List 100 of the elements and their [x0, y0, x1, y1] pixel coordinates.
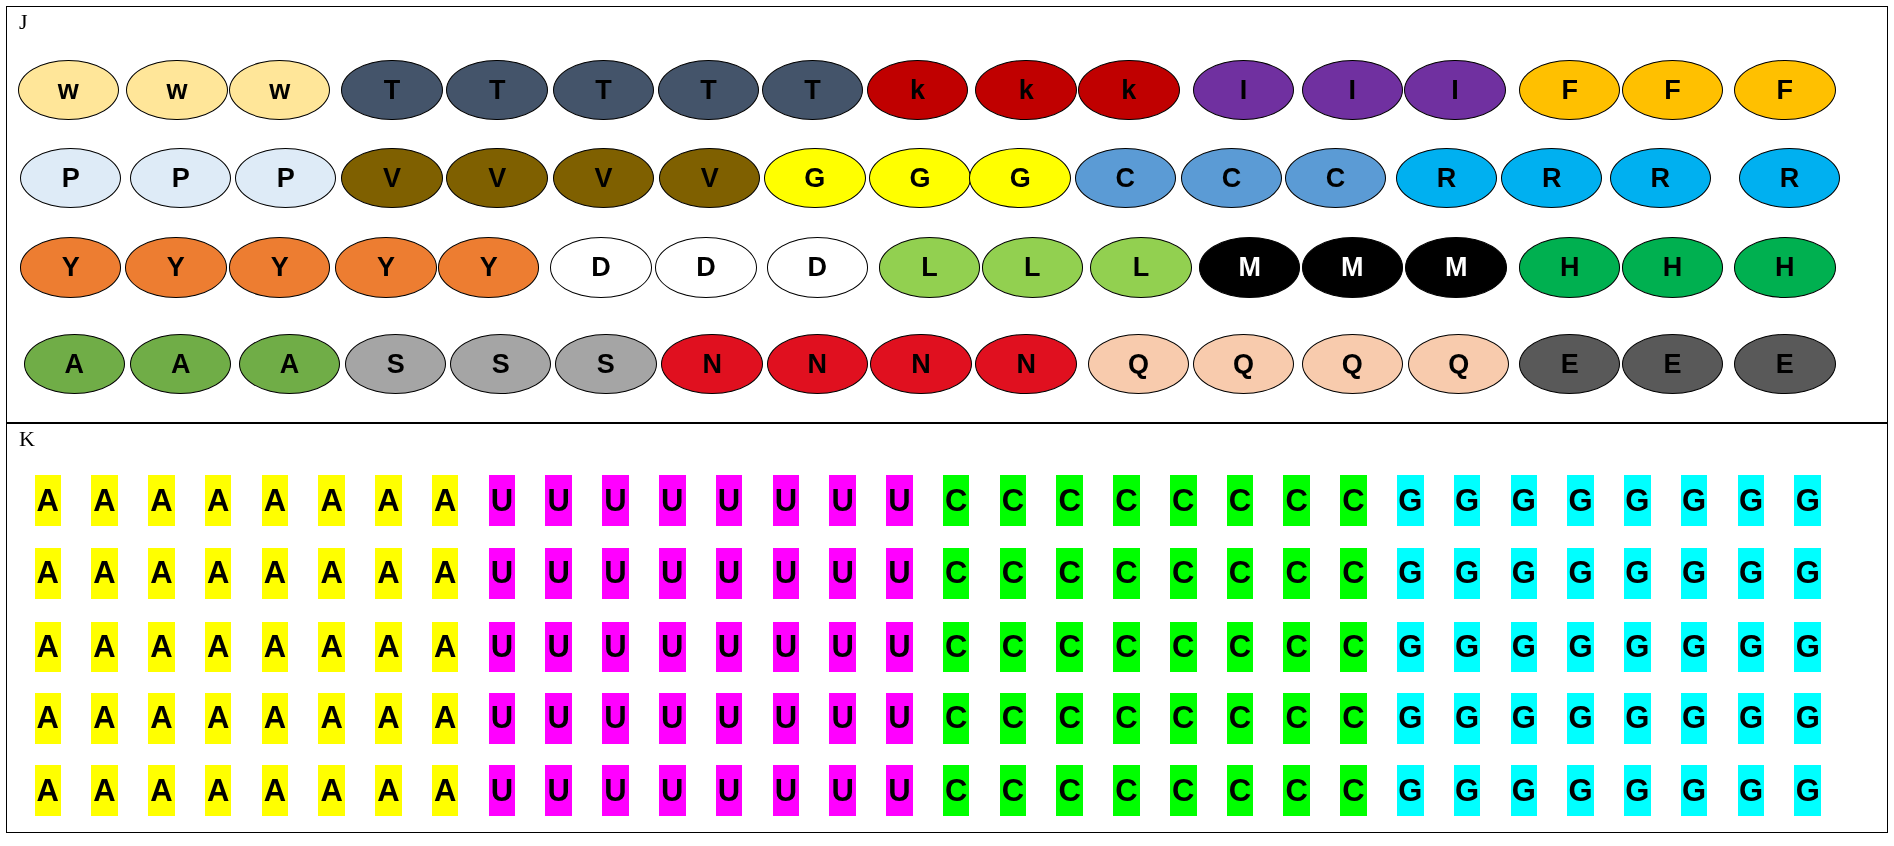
- letter-tile: G: [1680, 621, 1708, 673]
- letter-tile: A: [91, 765, 118, 816]
- letter-tile: U: [886, 621, 913, 673]
- letter-tile: G: [1397, 765, 1424, 816]
- letter-tile: A: [318, 621, 345, 673]
- letter-oval: V: [446, 148, 548, 209]
- letter-oval: T: [657, 59, 760, 121]
- letter-tile: C: [999, 547, 1027, 599]
- letter-tile: U: [602, 547, 629, 599]
- letter-tile: A: [34, 621, 62, 673]
- letter-oval: H: [1519, 237, 1621, 298]
- letter-tile: U: [715, 547, 743, 599]
- letter-oval: D: [655, 237, 757, 298]
- letter-tile: A: [318, 765, 345, 816]
- letter-tile: A: [318, 692, 345, 744]
- letter-oval: E: [1621, 334, 1724, 395]
- letter-tile: U: [886, 547, 913, 599]
- letter-oval: R: [1609, 148, 1712, 209]
- letter-tile: C: [1056, 692, 1083, 744]
- letter-oval: P: [129, 148, 232, 209]
- letter-oval: N: [975, 334, 1077, 395]
- letter-tile: U: [602, 475, 629, 527]
- letter-tile: A: [261, 621, 289, 673]
- letter-tile: G: [1567, 765, 1594, 816]
- letter-tile: U: [488, 692, 516, 744]
- letter-tile: U: [772, 692, 800, 744]
- letter-tile: G: [1737, 475, 1765, 527]
- letter-tile: C: [999, 621, 1027, 673]
- letter-tile: U: [545, 475, 572, 527]
- letter-tile: C: [1056, 475, 1083, 527]
- letter-oval: A: [238, 334, 341, 395]
- letter-oval: L: [981, 237, 1083, 298]
- letter-tile: U: [715, 692, 743, 744]
- letter-tile: G: [1737, 621, 1765, 673]
- letter-oval: Y: [335, 237, 437, 298]
- letter-tile: A: [148, 692, 175, 744]
- letter-tile: A: [318, 547, 345, 599]
- letter-tile: U: [545, 765, 572, 816]
- letter-tile: A: [204, 475, 232, 527]
- letter-tile: C: [1169, 765, 1197, 816]
- letter-oval: E: [1734, 334, 1836, 395]
- letter-tile: A: [261, 547, 289, 599]
- letter-oval: R: [1738, 148, 1841, 209]
- letter-tile: A: [91, 692, 118, 744]
- letter-tile: U: [659, 692, 686, 744]
- letter-tile: U: [772, 621, 800, 673]
- letter-tile: U: [488, 765, 516, 816]
- letter-tile: C: [1340, 692, 1367, 744]
- letter-tile: A: [375, 765, 402, 816]
- letter-tile: C: [1113, 692, 1140, 744]
- letter-tile: G: [1680, 692, 1708, 744]
- letter-oval: M: [1301, 237, 1404, 298]
- letter-tile: U: [545, 547, 572, 599]
- letter-tile: A: [91, 475, 118, 527]
- panel-frame: [6, 422, 1888, 834]
- letter-oval: Y: [437, 237, 540, 298]
- letter-tile: U: [886, 765, 913, 816]
- letter-oval: L: [1090, 237, 1192, 298]
- letter-tile: A: [34, 765, 62, 816]
- letter-tile: C: [1056, 547, 1083, 599]
- letter-tile: G: [1624, 547, 1651, 599]
- letter-oval: P: [20, 148, 122, 209]
- letter-oval: w: [229, 59, 331, 121]
- letter-oval: N: [870, 334, 972, 395]
- letter-oval: G: [869, 148, 971, 209]
- letter-tile: G: [1680, 765, 1708, 816]
- letter-oval: w: [126, 59, 228, 121]
- letter-tile: U: [602, 692, 629, 744]
- letter-tile: C: [1340, 547, 1367, 599]
- letter-tile: C: [942, 765, 970, 816]
- letter-oval: Q: [1192, 334, 1295, 395]
- letter-tile: G: [1567, 621, 1594, 673]
- letter-tile: U: [488, 475, 516, 527]
- letter-tile: A: [431, 692, 459, 744]
- letter-tile: A: [375, 621, 402, 673]
- letter-tile: G: [1510, 475, 1538, 527]
- letter-tile: A: [431, 475, 459, 527]
- letter-tile: C: [1226, 692, 1254, 744]
- letter-oval: L: [878, 237, 981, 298]
- letter-tile: C: [1283, 621, 1311, 673]
- letter-oval: E: [1519, 334, 1621, 395]
- letter-tile: C: [1226, 475, 1254, 527]
- letter-oval: T: [341, 59, 443, 121]
- letter-tile: C: [1226, 621, 1254, 673]
- letter-oval: T: [552, 59, 655, 121]
- letter-tile: C: [1113, 621, 1140, 673]
- letter-oval: F: [1734, 59, 1836, 121]
- letter-tile: A: [204, 621, 232, 673]
- letter-tile: U: [545, 621, 572, 673]
- letter-oval: P: [235, 148, 337, 209]
- letter-tile: A: [204, 547, 232, 599]
- letter-tile: G: [1397, 692, 1424, 744]
- letter-oval: D: [550, 237, 652, 298]
- letter-oval: I: [1192, 59, 1295, 121]
- letter-tile: A: [34, 692, 62, 744]
- letter-oval: k: [975, 59, 1077, 121]
- letter-tile: U: [659, 547, 686, 599]
- letter-tile: C: [1056, 765, 1083, 816]
- letter-oval: Y: [20, 237, 122, 298]
- letter-tile: C: [1056, 621, 1083, 673]
